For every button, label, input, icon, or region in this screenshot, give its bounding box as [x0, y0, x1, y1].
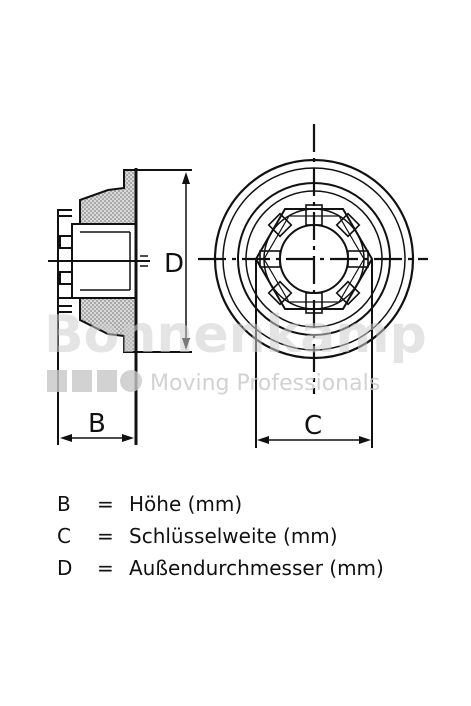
legend-text: Schlüsselweite (mm)	[129, 524, 338, 548]
watermark-logo-blocks	[47, 370, 142, 392]
flange-upper-section	[79, 169, 137, 225]
dimension-b	[60, 434, 134, 442]
legend-item-b: B = Höhe (mm)	[57, 488, 384, 520]
dimension-c	[257, 436, 371, 444]
dimension-c-label: C	[304, 411, 322, 441]
dimension-d	[182, 172, 190, 350]
side-view	[48, 168, 192, 445]
legend-equals: =	[97, 556, 114, 580]
legend-symbol: D	[57, 556, 73, 580]
legend-text: Außendurchmesser (mm)	[129, 556, 384, 580]
legend-text: Höhe (mm)	[129, 492, 243, 516]
legend-equals: =	[97, 524, 114, 548]
watermark-tagline: Moving Professionals	[150, 371, 380, 396]
front-view	[198, 124, 428, 448]
legend-item-d: D = Außendurchmesser (mm)	[57, 552, 384, 584]
dimension-d-label: D	[164, 249, 184, 279]
legend-equals: =	[97, 492, 114, 516]
watermark: Bonnenkamp Moving Professionals	[44, 305, 427, 396]
legend-symbol: B	[57, 492, 71, 516]
legend-item-c: C = Schlüsselweite (mm)	[57, 520, 384, 552]
dimension-b-label: B	[88, 409, 106, 439]
legend-symbol: C	[57, 524, 71, 548]
watermark-brand: Bonnenkamp	[44, 305, 427, 365]
dimension-legend: B = Höhe (mm) C = Schlüsselweite (mm) D …	[57, 488, 384, 584]
